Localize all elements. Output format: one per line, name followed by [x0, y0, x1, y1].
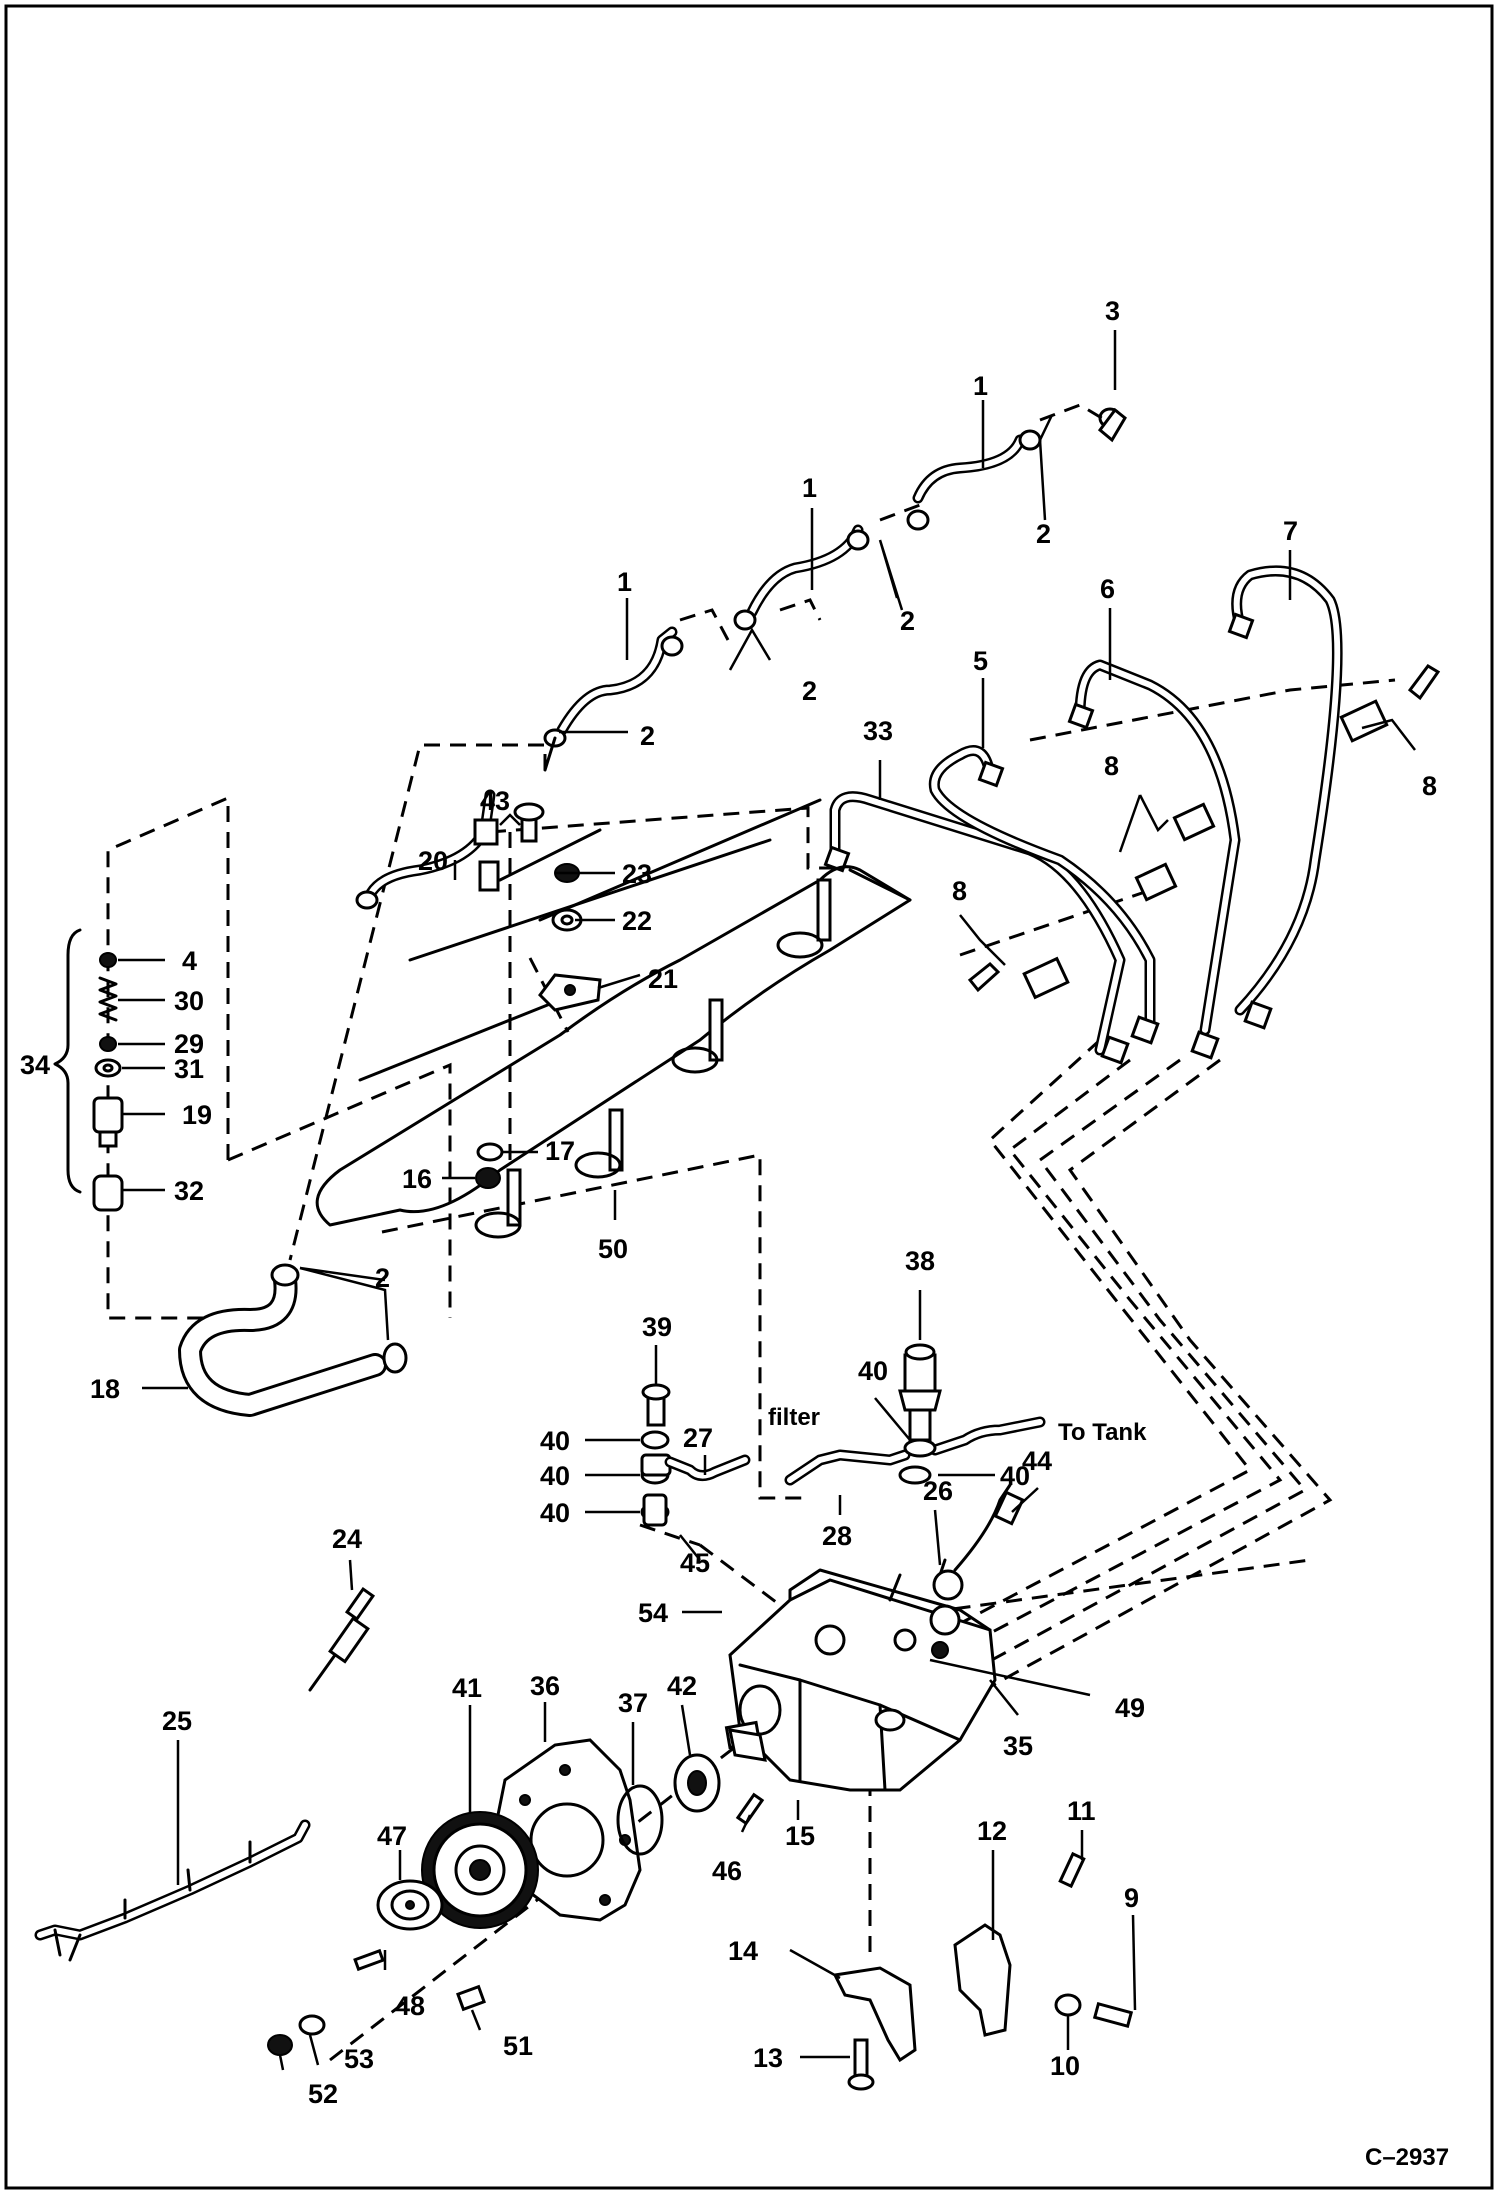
- label-1: 1: [802, 473, 817, 503]
- glow-plug-parts: [34, 1587, 376, 1962]
- label-12: 12: [977, 1816, 1007, 1846]
- label-43: 43: [480, 786, 510, 816]
- label-40: 40: [540, 1461, 570, 1491]
- label-1: 1: [973, 371, 988, 401]
- label-13: 13: [753, 2043, 783, 2073]
- label-2: 2: [375, 1263, 390, 1293]
- hose-clip: [906, 509, 930, 531]
- label-18: 18: [90, 1374, 120, 1404]
- label-53: 53: [344, 2044, 374, 2074]
- label-15: 15: [785, 1821, 815, 1851]
- return-pipe-assembly: [355, 789, 602, 1189]
- delivery-valve-stack: [53, 928, 124, 1212]
- leak-off-hoses: [543, 403, 1127, 772]
- label-16: 16: [402, 1164, 432, 1194]
- label-2: 2: [1036, 519, 1051, 549]
- label-51: 51: [503, 2031, 533, 2061]
- label-11: 11: [1067, 1796, 1096, 1826]
- label-44: 44: [1022, 1446, 1052, 1476]
- label-19: 19: [182, 1100, 212, 1130]
- part-labels: 1 1 1 2 2 2 2 2 3 4 5 6 7 8 8 8 9 10 11 …: [20, 296, 1449, 2171]
- hose-clip: [846, 529, 870, 551]
- label-40: 40: [858, 1356, 888, 1386]
- label-14: 14: [728, 1936, 758, 1966]
- label-10: 10: [1050, 2051, 1080, 2081]
- label-40: 40: [540, 1498, 570, 1528]
- injection-pump: [724, 1483, 1025, 1792]
- overflow-and-banjo-parts: [640, 1343, 1046, 1527]
- label-36: 36: [530, 1671, 560, 1701]
- label-5: 5: [973, 646, 988, 676]
- injector-pipes: [823, 565, 1441, 1065]
- label-42: 42: [667, 1671, 697, 1701]
- label-40: 40: [1000, 1461, 1030, 1491]
- label-23: 23: [622, 859, 652, 889]
- label-28: 28: [822, 1521, 852, 1551]
- hose-clip: [660, 635, 684, 657]
- label-21: 21: [648, 964, 678, 994]
- label-8: 8: [952, 876, 967, 906]
- label-47: 47: [377, 1821, 407, 1851]
- label-31: 31: [174, 1054, 204, 1084]
- label-8: 8: [1422, 771, 1437, 801]
- label-40: 40: [540, 1426, 570, 1456]
- label-2: 2: [640, 721, 655, 751]
- label-29: 29: [174, 1029, 204, 1059]
- label-2: 2: [802, 676, 817, 706]
- label-34: 34: [20, 1050, 50, 1080]
- label-54: 54: [638, 1598, 668, 1628]
- filter-annotation: filter: [768, 1404, 820, 1431]
- label-27: 27: [683, 1423, 713, 1453]
- label-45: 45: [680, 1548, 710, 1578]
- label-22: 22: [622, 906, 652, 936]
- label-8: 8: [1104, 751, 1119, 781]
- label-1: 1: [617, 567, 632, 597]
- label-7: 7: [1283, 516, 1298, 546]
- label-37: 37: [618, 1688, 648, 1718]
- leader-lines: [118, 330, 1416, 2071]
- label-50: 50: [598, 1234, 628, 1264]
- assembly-dashed-lines: [106, 678, 1396, 2062]
- label-46: 46: [712, 1856, 742, 1886]
- figure-id: C–2937: [1365, 2144, 1449, 2171]
- drive-parts: [267, 1728, 767, 2056]
- label-41: 41: [452, 1673, 482, 1703]
- label-35: 35: [1003, 1731, 1033, 1761]
- label-3: 3: [1105, 296, 1120, 326]
- label-52: 52: [308, 2079, 338, 2109]
- label-20: 20: [418, 846, 448, 876]
- diagram-frame: [4, 4, 1494, 2190]
- label-24: 24: [332, 1524, 362, 1554]
- label-30: 30: [174, 986, 204, 1016]
- label-38: 38: [905, 1246, 935, 1276]
- label-39: 39: [642, 1312, 672, 1342]
- label-33: 33: [863, 716, 893, 746]
- plug-cap: [1097, 407, 1127, 443]
- label-17: 17: [545, 1136, 575, 1166]
- label-9: 9: [1124, 1883, 1139, 1913]
- label-2: 2: [900, 606, 915, 636]
- label-6: 6: [1100, 574, 1115, 604]
- hose-clip: [733, 609, 757, 631]
- label-48: 48: [395, 1991, 425, 2021]
- label-49: 49: [1115, 1693, 1145, 1723]
- hose-clip: [1018, 429, 1042, 451]
- label-25: 25: [162, 1706, 192, 1736]
- fuel-hose: [178, 1263, 408, 1417]
- label-26: 26: [923, 1476, 953, 1506]
- label-32: 32: [174, 1176, 204, 1206]
- pump-bracket: [832, 1851, 1134, 2091]
- to-tank-annotation: To Tank: [1058, 1419, 1147, 1446]
- label-4: 4: [182, 946, 197, 976]
